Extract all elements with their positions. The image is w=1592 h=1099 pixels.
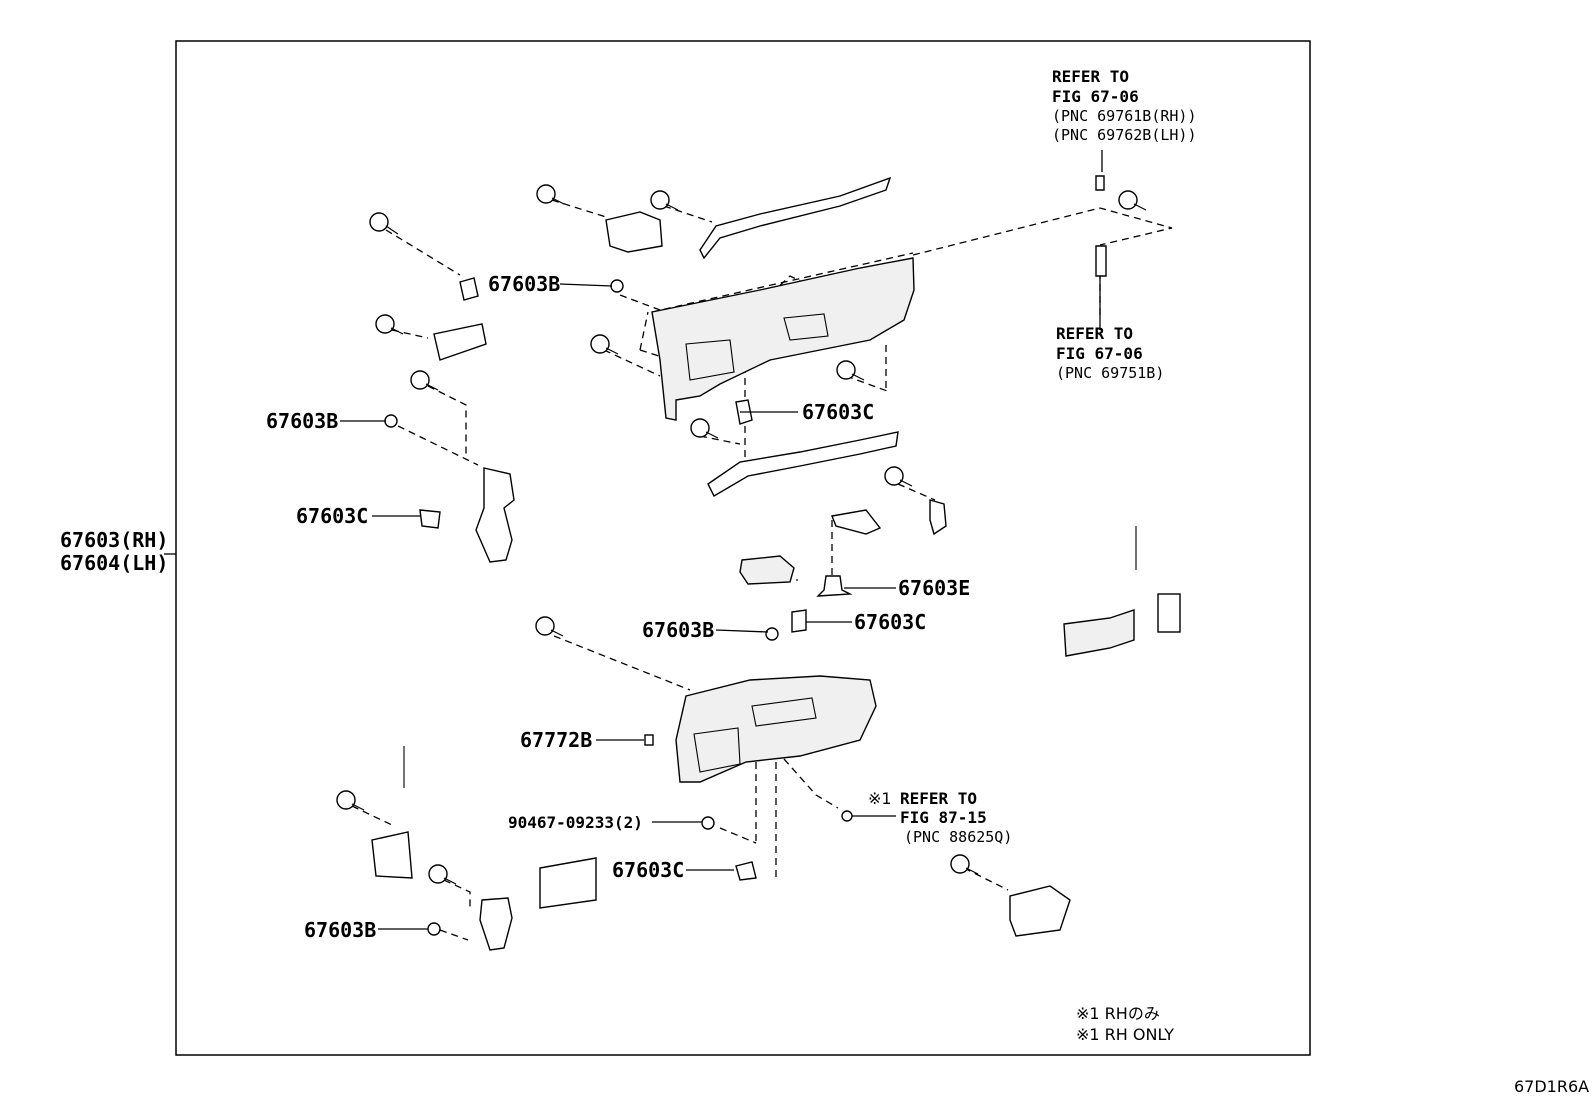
part-label-67603c: 67603C [612,858,684,882]
footnote-en: ※1 RH ONLY [1076,1025,1174,1044]
part-label-67603e: 67603E [898,576,970,600]
svg-text:REFER TO: REFER TO [900,789,977,808]
handle-bracket [605,211,663,253]
part-label-67603b: 67603B [642,618,714,642]
lower-left-bracket [371,831,413,879]
footnote-jp: ※1 RHのみ [1076,1004,1160,1023]
nut-icon [384,279,853,936]
hook-clip [929,499,947,536]
diagram-frame [175,40,1311,1056]
reference-note-mid: REFER TO FIG 67-06 (PNC 69751B) [1056,324,1164,382]
push-rivet [816,575,853,597]
upper-garnish-panel [651,257,915,421]
svg-text:(PNC 69751B): (PNC 69751B) [1056,364,1164,382]
svg-text:※1: ※1 [868,789,892,808]
lower-door-trim-panel [675,675,877,783]
svg-text:(PNC 69762B(LH)): (PNC 69762B(LH)) [1052,126,1197,144]
svg-text:REFER TO: REFER TO [1056,324,1133,343]
part-label-67772b: 67772B [520,728,592,752]
main-part-label-lh: 67604(LH) [60,551,168,575]
reference-pin [1095,245,1107,277]
part-label-67603c: 67603C [296,504,368,528]
part-label-67603b: 67603B [488,272,560,296]
clip-icon [419,175,1105,881]
reference-note-top: REFER TO FIG 67-06 (PNC 69761B(RH)) (PNC… [1052,67,1197,144]
speaker-grille-frame [1009,885,1071,937]
svg-text:(PNC 69761B(RH)): (PNC 69761B(RH)) [1052,107,1197,125]
lower-left-handle [479,897,513,951]
upper-trim-strip [699,176,892,260]
pocket-liner [539,857,597,909]
screw-icon [336,184,1147,885]
small-plate [1157,593,1181,633]
svg-text:REFER TO: REFER TO [1052,67,1129,86]
main-part-label-rh: 67603(RH) [60,528,168,552]
lower-trim-strip [707,431,899,497]
part-label-67603c: 67603C [802,400,874,424]
curved-trim-strip [1063,609,1135,657]
bracket-arm [831,509,882,535]
left-vertical-bracket [475,467,515,563]
svg-text:FIG 87-15: FIG 87-15 [900,808,987,827]
armrest-pad [739,555,795,585]
side-plate [433,323,487,361]
part-label-67603b: 67603B [266,409,338,433]
part-label-67603b: 67603B [304,918,376,942]
part-label-67603c: 67603C [854,610,926,634]
reference-note-bottom: ※1 REFER TO FIG 87-15 (PNC 88625Q) [868,789,1012,846]
svg-text:FIG 67-06: FIG 67-06 [1052,87,1139,106]
svg-text:FIG 67-06: FIG 67-06 [1056,344,1143,363]
part-label-90467: 90467-09233(2) [508,813,643,832]
illustration-code: 67D1R6A [1514,1077,1589,1096]
leader-lines [340,150,1103,930]
svg-text:(PNC 88625Q): (PNC 88625Q) [904,828,1012,846]
